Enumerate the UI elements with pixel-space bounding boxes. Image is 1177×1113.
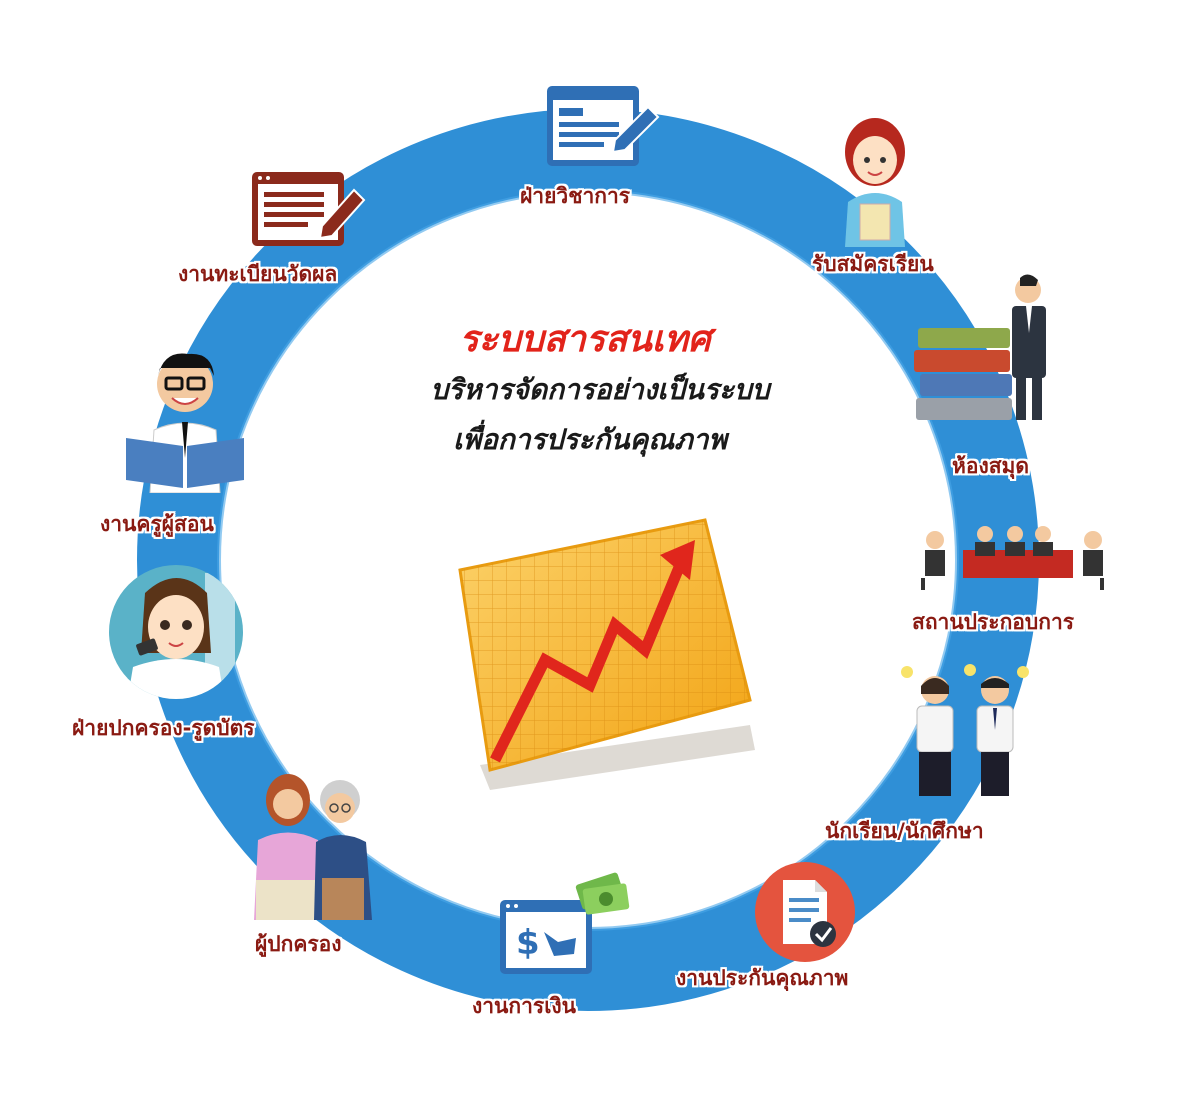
quality-checklist-icon [755,862,855,962]
node-label-parents: ผู้ปกครอง [255,932,342,956]
node-label-qa: งานประกันคุณภาพ [676,966,849,990]
node-label-admission: รับสมัครเรียน [812,252,934,276]
node-label-governance: ฝ่ายปกครอง-รูดบัตร [72,716,255,740]
finance-payment-icon: $ [500,872,630,974]
card-swipe-icon [109,565,243,699]
registration-document-icon [252,172,366,246]
business-meeting-icon [921,526,1104,590]
node-label-enterprise: สถานประกอบการ [912,610,1075,634]
diagram-title: ระบบสารสนเทศ [459,319,711,360]
diagram-subtitle-line1: บริหารจัดการอย่างเป็นระบบ [430,373,770,406]
students-icon [901,664,1029,796]
academic-document-icon [547,86,660,166]
svg-text:$: $ [516,923,540,963]
diagram-subtitle-line2: เพื่อการประกันคุณภาพ [453,423,727,456]
parents-icon [254,774,372,920]
node-label-library: ห้องสมุด [952,454,1030,478]
library-books-icon [914,274,1046,420]
node-label-students: นักเรียน/นักศึกษา [825,819,984,843]
female-student-icon [845,118,905,247]
node-label-registration: งานทะเบียนวัดผล [178,262,338,286]
teacher-reading-icon [126,353,244,493]
growth-chart-icon [458,518,755,790]
node-label-finance: งานการเงิน [472,994,576,1018]
node-label-teachers: งานครูผู้สอน [100,512,214,536]
node-label-academic: ฝ่ายวิชาการ [520,184,631,208]
